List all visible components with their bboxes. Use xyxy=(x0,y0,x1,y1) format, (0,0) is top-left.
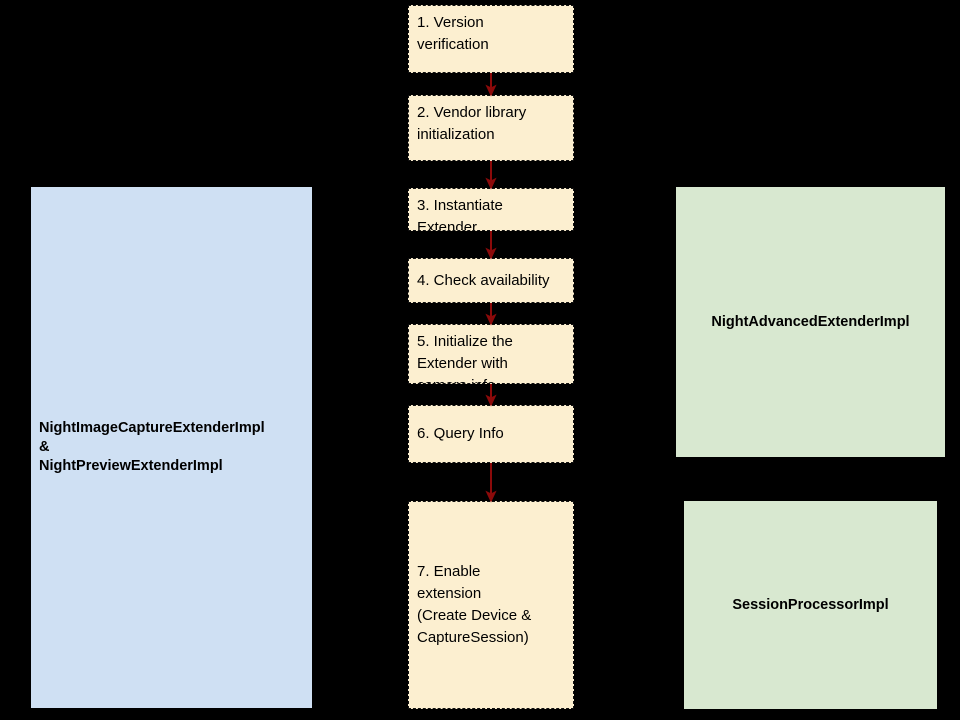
panel-night-advanced-extender[interactable]: NightAdvancedExtenderImpl xyxy=(676,187,945,457)
step-box-instantiate-extender[interactable]: 3. Instantiate Extender xyxy=(408,188,574,231)
panel-session-processor[interactable]: SessionProcessorImpl xyxy=(684,501,937,709)
step-box-initialize-extender[interactable]: 5. Initialize the Extender with camera i… xyxy=(408,324,574,384)
panel-night-image-capture-label: NightImageCaptureExtenderImpl & NightPre… xyxy=(39,420,265,474)
panel-night-advanced-extender-label: NightAdvancedExtenderImpl xyxy=(711,313,910,330)
step-box-vendor-library-initialization[interactable]: 2. Vendor library initialization xyxy=(408,95,574,161)
step-6-label: 6. Query Info xyxy=(417,425,504,442)
step-box-check-availability[interactable]: 4. Check availability xyxy=(408,258,574,303)
step-7-label: 7. Enable extension (Create Device & Cap… xyxy=(417,563,532,646)
panel-night-image-capture[interactable]: NightImageCaptureExtenderImpl & NightPre… xyxy=(31,187,312,708)
step-5-label: 5. Initialize the Extender with camera i… xyxy=(417,333,513,383)
step-1-label: 1. Version verification xyxy=(417,14,489,53)
step-3-label: 3. Instantiate Extender xyxy=(417,197,503,231)
step-2-label: 2. Vendor library initialization xyxy=(417,104,527,143)
step-box-version-verification[interactable]: 1. Version verification xyxy=(408,5,574,73)
step-box-query-info[interactable]: 6. Query Info xyxy=(408,405,574,463)
panel-session-processor-label: SessionProcessorImpl xyxy=(732,596,889,613)
step-4-label: 4. Check availability xyxy=(417,271,550,289)
step-box-enable-extension[interactable]: 7. Enable extension (Create Device & Cap… xyxy=(408,501,574,709)
